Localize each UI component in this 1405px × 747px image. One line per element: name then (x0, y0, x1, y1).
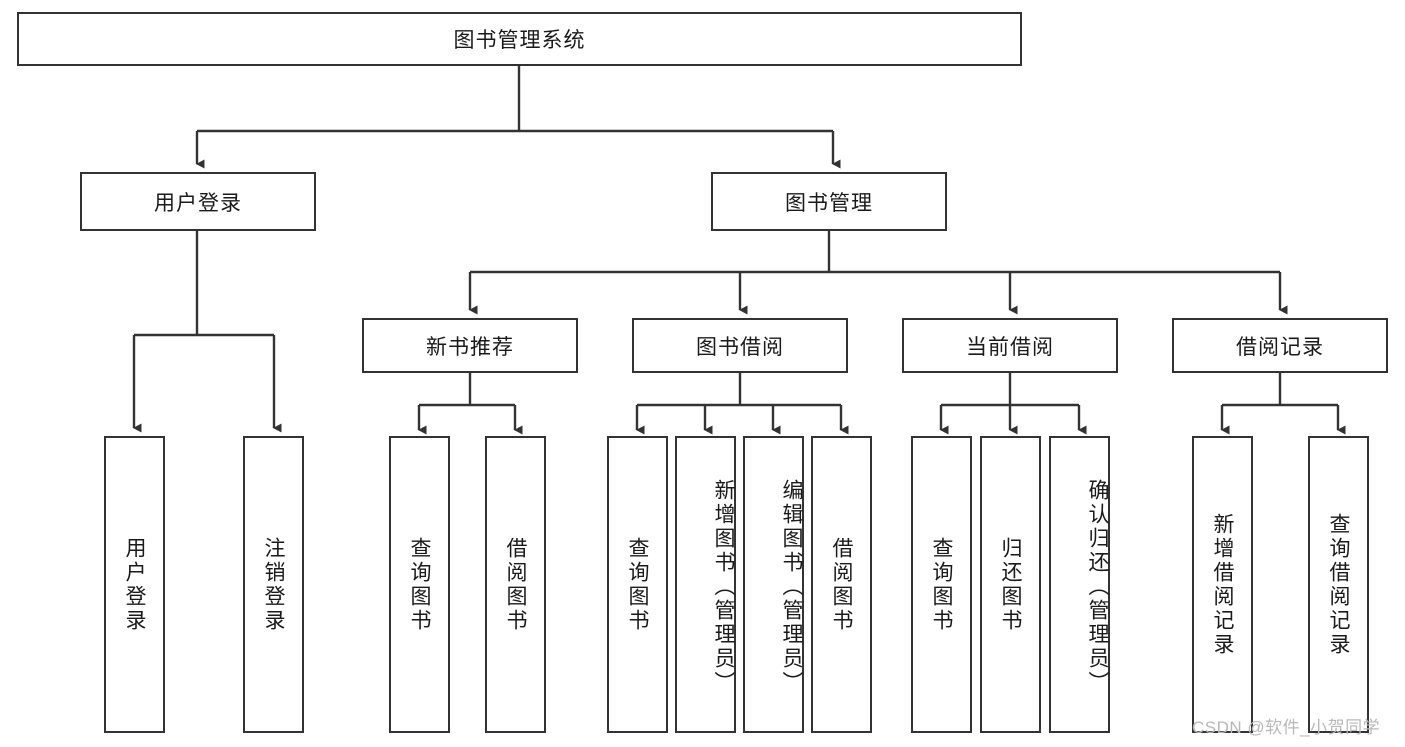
leaf-record-query-borrow-record[interactable]: 查询借阅记录 (1308, 436, 1369, 733)
leaf-new-book-borrow-book[interactable]: 借阅图书 (485, 436, 546, 733)
watermark: CSDN @软件_小贺同学 (1192, 718, 1381, 737)
leaf-current-confirm-return-admin[interactable]: 确认归还（管理员） (1049, 436, 1110, 733)
leaf-logout-login[interactable]: 注销登录 (243, 436, 304, 733)
node-current-borrow[interactable]: 当前借阅 (902, 318, 1118, 373)
leaf-borrow-edit-book-admin[interactable]: 编辑图书（管理员） (743, 436, 804, 733)
node-user-login[interactable]: 用户登录 (80, 172, 316, 231)
node-book-management[interactable]: 图书管理 (711, 172, 947, 231)
node-book-borrow[interactable]: 图书借阅 (632, 318, 848, 373)
leaf-current-return-book[interactable]: 归还图书 (980, 436, 1041, 733)
leaf-borrow-add-book-admin[interactable]: 新增图书（管理员） (675, 436, 736, 733)
node-borrow-record[interactable]: 借阅记录 (1172, 318, 1388, 373)
leaf-borrow-query-book[interactable]: 查询图书 (607, 436, 668, 733)
node-root[interactable]: 图书管理系统 (17, 12, 1022, 66)
leaf-record-add-borrow-record[interactable]: 新增借阅记录 (1192, 436, 1253, 733)
leaf-borrow-borrow-book[interactable]: 借阅图书 (811, 436, 872, 733)
node-new-book-recommend[interactable]: 新书推荐 (362, 318, 578, 373)
leaf-new-book-query-book[interactable]: 查询图书 (389, 436, 450, 733)
leaf-user-login[interactable]: 用户登录 (104, 436, 165, 733)
leaf-current-query-book[interactable]: 查询图书 (911, 436, 972, 733)
